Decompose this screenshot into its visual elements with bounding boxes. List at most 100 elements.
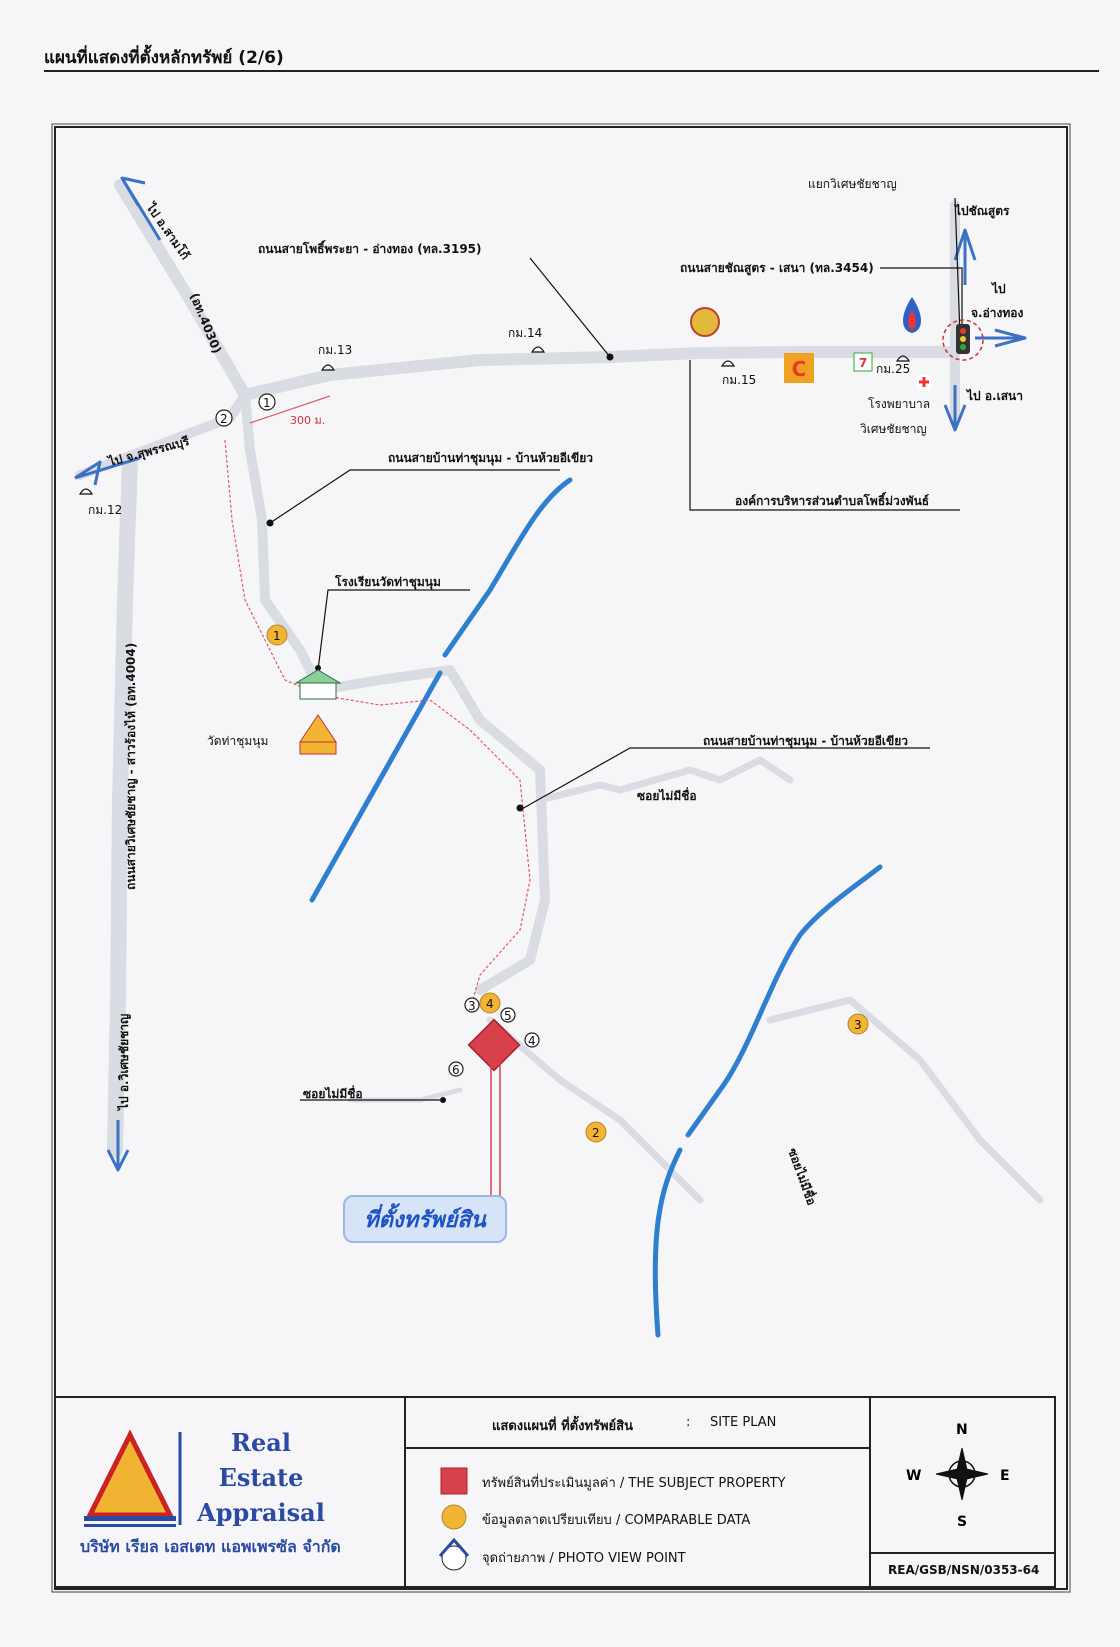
traffic-light-circle <box>942 319 984 361</box>
label-km13: กม.13 <box>318 343 352 357</box>
km-markers <box>78 346 911 495</box>
subject-location-banner: ที่ตั้งทรัพย์สิน <box>343 1195 507 1243</box>
label-to-chansut: ไปชัณสูตร <box>953 203 1010 219</box>
canal-1a <box>442 477 573 658</box>
plan-colon: : <box>686 1415 691 1430</box>
arrow-to-wisetchaichan-icon <box>106 1120 130 1172</box>
label-hospital-1: โรงพยาบาล <box>868 397 930 411</box>
callout-thachumnum-1 <box>269 469 560 524</box>
label-sao: องค์การบริหารส่วนตำบลโพธิ์ม่วงพันธ์ <box>735 492 929 508</box>
route-line <box>224 439 531 1011</box>
label-road-4004: ถนนสายวิเศษชัยชาญ - สาวร้องไห้ (อท.4004) <box>123 643 138 890</box>
photo-num-3: 3 <box>468 999 476 1013</box>
label-to-angthong-2: จ.อ่างทอง <box>971 306 1024 320</box>
callout-school <box>317 589 470 671</box>
road-3195 <box>239 346 961 401</box>
callout-thachumnum-2 <box>519 747 930 811</box>
title-rule <box>44 70 1099 72</box>
soi-nameless-east <box>536 756 794 804</box>
compass-n: N <box>956 1422 968 1438</box>
comparable-marker-3 <box>847 1013 869 1035</box>
road-network <box>75 179 1044 1204</box>
photo-viewpoint-markers <box>215 393 540 1077</box>
label-road-3195: ถนนสายโพธิ์พระยา - อ่างทอง (ทล.3195) <box>258 240 482 256</box>
label-soi-east: ซอยไม่มีชื่อ <box>637 787 697 803</box>
logo-word-appraisal: Appraisal <box>197 1498 325 1527</box>
photo-point-4 <box>524 1032 540 1048</box>
reference-number: REA/GSB/NSN/0353-64 <box>888 1563 1040 1577</box>
label-junction: แยกวิเศษชัยชาญ <box>808 177 897 191</box>
photo-num-4: 4 <box>528 1034 536 1048</box>
footer-panel <box>54 1396 1056 1588</box>
callout-3195 <box>529 257 611 358</box>
compass-s: S <box>957 1514 967 1530</box>
logo-word-estate: Estate <box>218 1463 304 1492</box>
callout-dots <box>266 353 614 1103</box>
comparable-marker-photo-4 <box>479 992 501 1014</box>
legend-photo-viewpoint-icon <box>438 1537 470 1571</box>
label-km15: กม.15 <box>722 373 756 387</box>
canal-2a <box>685 864 883 1138</box>
km12-marker-icon <box>78 488 94 495</box>
label-to-angthong-1: ไป <box>990 281 1006 296</box>
label-soi-south: ซอยไม่มีชื่อ <box>785 1146 820 1207</box>
plan-title-en: SITE PLAN <box>710 1415 777 1430</box>
map-frame <box>54 126 1068 1590</box>
legend-comparable-text: ข้อมูลตลาดเปรียบเทียบ / COMPARABLE DATA <box>482 1513 751 1528</box>
callout-lines <box>269 197 963 1101</box>
compass-e: E <box>1000 1468 1010 1484</box>
callout-sao <box>689 360 960 511</box>
label-school: โรงเรียนวัดท่าชุมนุม <box>334 574 441 590</box>
label-km14: กม.14 <box>508 326 542 340</box>
callout-junction <box>954 197 961 336</box>
road-4030 <box>114 179 251 401</box>
photo-point-3 <box>464 997 480 1013</box>
label-to-suphanburi: ไป จ.สุพรรณบุรี <box>105 433 192 471</box>
legend-subject-text: ทรัพย์สินที่ประเมินมูลค่า / THE SUBJECT … <box>482 1476 786 1491</box>
canals <box>309 477 883 1338</box>
temple-icon <box>299 714 337 743</box>
seven-eleven-icon <box>853 352 873 372</box>
photo-num-2: 2 <box>220 412 228 426</box>
comparable-num-3: 3 <box>854 1018 862 1032</box>
school-icon <box>294 669 342 684</box>
company-logo-icon <box>84 1429 182 1527</box>
arrow-to-samko-icon <box>120 176 162 241</box>
label-hospital-2: วิเศษชัยชาญ <box>860 422 927 436</box>
footer-box <box>54 1396 1056 1588</box>
page-title: แผนที่แสดงที่ตั้งหลักทรัพย์ (2/6) <box>44 48 284 68</box>
label-to-wisetchaichan: ไป อ.วิเศษชัยชาญ <box>116 1014 131 1112</box>
photo-num-1: 1 <box>263 396 271 410</box>
label-to-sena: ไป อ.เสนา <box>965 388 1023 403</box>
sao-emblem-icon <box>690 307 720 337</box>
plan-title: แสดงแผนที่ ที่ตั้งทรัพย์สิน <box>492 1419 634 1434</box>
photo-num-4-yellow: 4 <box>486 997 494 1011</box>
logo-word-real: Real <box>231 1428 291 1457</box>
road-thachumnum <box>240 390 550 995</box>
compass-w: W <box>906 1468 921 1484</box>
photo-num-6: 6 <box>452 1063 460 1077</box>
distance-line <box>249 395 331 424</box>
subject-property-square <box>467 1018 521 1072</box>
canal-2b <box>652 1147 683 1338</box>
comparable-marker-1 <box>266 624 288 646</box>
road-to-suphanburi <box>75 390 250 480</box>
comparable-marker-2 <box>585 1121 607 1143</box>
company-name: บริษัท เรียล เอสเตท แอพเพรซัล จำกัด <box>80 1537 341 1556</box>
legend-circle-icon <box>441 1504 467 1530</box>
label-road-thachumnum-1: ถนนสายบ้านท่าชุมนุม - บ้านห้วยอีเขียว <box>388 451 593 466</box>
subject-pointer <box>490 1063 501 1196</box>
map-frame-outer <box>51 123 1071 1593</box>
km25-marker-icon <box>895 355 911 362</box>
direction-arrows <box>74 176 1027 1172</box>
photo-point-6 <box>448 1061 464 1077</box>
photo-num-5: 5 <box>504 1009 512 1023</box>
label-distance: 300 ม. <box>290 414 325 427</box>
label-road-thachumnum-2: ถนนสายบ้านท่าชุมนุม - บ้านห้วยอีเขียว <box>703 734 908 749</box>
photo-point-1 <box>258 393 276 411</box>
compass-icon <box>935 1447 989 1501</box>
svg-text:C: C <box>792 357 807 381</box>
km14-marker-icon <box>530 346 546 353</box>
photo-point-5 <box>500 1007 516 1023</box>
